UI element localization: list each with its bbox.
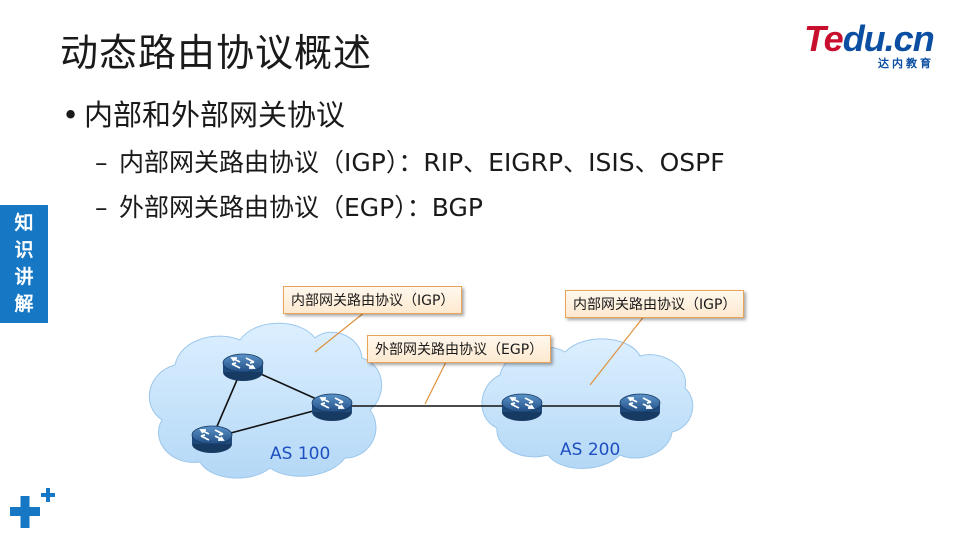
tedu-logo: Tedu.cn 达内教育 (800, 18, 940, 70)
logo-wordmark: Tedu.cn (804, 18, 935, 60)
sub-bullet-igp: –内部网关路由协议（IGP）：RIP、EIGRP、ISIS、OSPF (95, 143, 725, 179)
router-icon (311, 393, 353, 422)
sub-bullet-egp: –外部网关路由协议（EGP）：BGP (95, 188, 483, 224)
knowledge-tab: 知 识 讲 解 (0, 205, 48, 323)
logo-subtitle: 达内教育 (878, 57, 934, 70)
cloud-as200 (481, 338, 694, 469)
router-icon (222, 353, 264, 382)
callout-igp-right: 内部网关路由协议（IGP） (565, 290, 745, 318)
main-bullet-text: 内部和外部网关协议 (84, 98, 346, 132)
dash-icon: – (95, 148, 108, 177)
router-icon (619, 393, 661, 422)
callout-egp: 外部网关路由协议（EGP） (367, 335, 552, 363)
side-tab-char: 讲 (14, 266, 34, 288)
router-icon (501, 393, 543, 422)
as200-label: AS 200 (560, 440, 621, 460)
side-tab-char: 识 (14, 239, 34, 261)
sub-bullet-igp-text: 内部网关路由协议（IGP）：RIP、EIGRP、ISIS、OSPF (119, 148, 725, 177)
callout-igp-left: 内部网关路由协议（IGP） (283, 286, 463, 314)
side-tab-char: 解 (14, 293, 34, 315)
side-tab-char: 知 (14, 212, 34, 234)
callout-pointers (314, 311, 646, 405)
slide-title: 动态路由协议概述 (60, 31, 373, 75)
plus-logo-icon (10, 488, 55, 528)
router-icon (191, 425, 233, 454)
bullet-dot: • (62, 98, 80, 132)
logo-blue-part: du.cn (842, 18, 935, 59)
as100-label: AS 100 (270, 444, 331, 464)
dash-icon: – (95, 193, 108, 222)
logo-red-part: Te (804, 18, 844, 59)
sub-bullet-egp-text: 外部网关路由协议（EGP）：BGP (119, 193, 483, 222)
main-bullet: •内部和外部网关协议 (62, 92, 345, 134)
